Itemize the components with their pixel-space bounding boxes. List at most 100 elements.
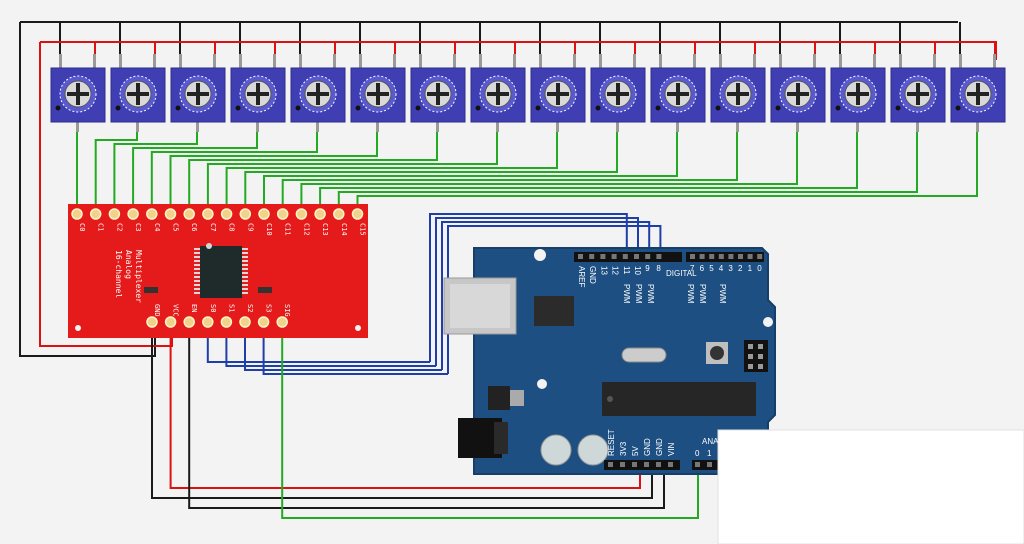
header-socket <box>668 462 673 467</box>
mux-pin-sig <box>276 316 288 328</box>
header-socket <box>656 462 661 467</box>
atmega-notch <box>607 396 613 402</box>
potentiometer-4 <box>290 54 346 132</box>
pot-pin <box>753 54 756 68</box>
mux-pin-s1 <box>220 316 233 328</box>
pot-pin <box>813 54 816 68</box>
icsp-pin <box>758 354 763 359</box>
potentiometer-15 <box>950 54 1006 132</box>
pot-knob-slot <box>967 92 989 96</box>
pot-marker <box>595 105 601 111</box>
pot-pin <box>59 54 62 68</box>
mux-pin-c4 <box>146 208 158 220</box>
digital-title: DIGITAL <box>666 269 697 278</box>
pot-pin <box>153 54 156 68</box>
pot-knob-slot <box>427 92 449 96</box>
digital-pin-label: 8 <box>656 264 661 273</box>
pot-pin <box>693 54 696 68</box>
pot-pin <box>496 122 499 132</box>
pot-pin <box>333 54 336 68</box>
potentiometer-5 <box>350 54 406 132</box>
pot-pin <box>959 54 962 68</box>
pot-knob-slot <box>247 92 269 96</box>
mux-pin-c7 <box>202 208 214 220</box>
power-pin-label: RESET <box>607 429 616 456</box>
mux-pin-en <box>183 316 195 328</box>
voltage-regulator-tab <box>510 390 524 406</box>
mux-pin-label: C7 <box>209 223 217 231</box>
wire-gnd <box>151 322 653 499</box>
potentiometer-0 <box>50 54 106 132</box>
digital-pin-label: 4 <box>719 264 724 273</box>
digital-pin-label: AREF <box>577 266 586 287</box>
mux-pin-label: C10 <box>265 223 273 236</box>
pot-pin <box>659 54 662 68</box>
pot-pin <box>839 54 842 68</box>
icsp-pin <box>748 364 753 369</box>
pot-knob-slot <box>487 92 509 96</box>
wire-signal-c15 <box>356 130 978 206</box>
potentiometer-row <box>50 54 1006 132</box>
power-pin-label: 3V3 <box>619 441 628 456</box>
header-socket <box>690 254 695 259</box>
header-socket <box>634 254 639 259</box>
mux-mount-hole <box>355 325 361 331</box>
wire-signal-c5 <box>169 130 378 206</box>
digital-pin-label: 2 <box>738 264 743 273</box>
wire-signal-c11 <box>281 130 738 206</box>
pot-knob-slot <box>667 92 689 96</box>
header-socket <box>622 254 628 259</box>
pot-pin <box>479 54 482 68</box>
header-block <box>692 460 718 470</box>
mux-pin-label: SIG <box>283 304 291 317</box>
mux-pin-label: C12 <box>302 223 310 236</box>
icsp-header <box>744 340 768 372</box>
mux-pin-c11 <box>276 208 289 220</box>
pot-pin <box>256 122 259 132</box>
pot-pin <box>539 54 542 68</box>
header-socket <box>578 254 583 259</box>
header-socket <box>757 254 763 259</box>
pot-pin <box>513 54 516 68</box>
power-pin-label: GND <box>655 438 664 456</box>
header-socket <box>707 462 712 467</box>
pot-marker <box>535 105 541 111</box>
potentiometer-12 <box>770 54 826 132</box>
wire-signal-c12 <box>300 130 798 206</box>
header-socket <box>608 462 613 467</box>
pot-pin <box>136 122 139 132</box>
pot-pin <box>376 122 379 132</box>
mux-pin-label: GND <box>153 304 161 317</box>
header-socket <box>611 254 617 259</box>
potentiometer-2 <box>170 54 226 132</box>
icsp-block <box>744 340 768 372</box>
mux-pin-label: C1 <box>97 223 105 231</box>
pot-pin <box>873 54 876 68</box>
mux-pin-c12 <box>295 208 308 220</box>
pot-knob-slot <box>787 92 809 96</box>
mux-pin-c15 <box>351 208 364 220</box>
pot-pin <box>899 54 902 68</box>
header-socket <box>589 254 595 259</box>
pot-pin <box>196 122 199 132</box>
mux-pin-label: C14 <box>340 223 348 236</box>
wire-signal-c4 <box>150 130 318 206</box>
pot-marker <box>715 105 721 111</box>
potentiometer-8 <box>530 54 586 132</box>
pot-knob-slot <box>727 92 749 96</box>
analog-pin-label: 1 <box>707 449 712 458</box>
pot-knob-slot <box>187 92 209 96</box>
potentiometer-9 <box>590 54 646 132</box>
mux-pin-c13 <box>314 208 326 220</box>
pot-pin <box>436 122 439 132</box>
mux-pin-c3 <box>127 208 139 220</box>
dc-power-jack-rear <box>494 422 508 454</box>
pot-pin <box>719 54 722 68</box>
wire-signal-c2 <box>113 130 198 206</box>
crystal-oscillator <box>621 347 667 363</box>
